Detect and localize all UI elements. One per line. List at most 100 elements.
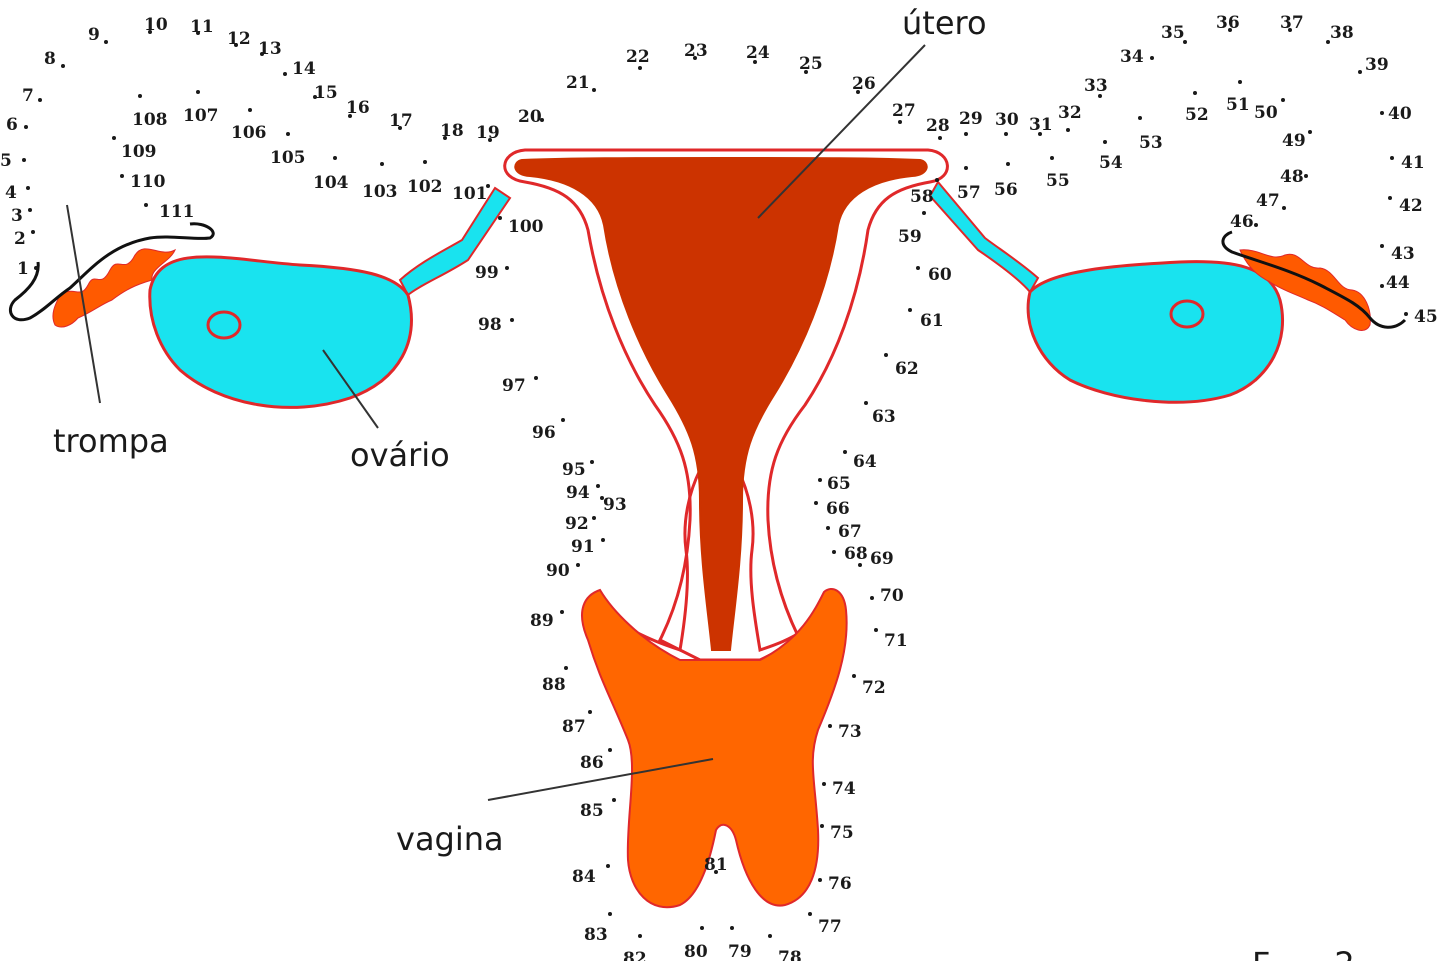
dot-point-51 (1238, 80, 1242, 84)
dot-point-107 (196, 90, 200, 94)
dot-point-97 (534, 376, 538, 380)
dot-point-105 (286, 132, 290, 136)
dot-point-29 (964, 132, 968, 136)
dot-number-98: 98 (478, 315, 502, 335)
dot-number-86: 86 (580, 753, 604, 773)
dot-number-34: 34 (1120, 47, 1144, 67)
dot-number-30: 30 (995, 110, 1019, 130)
dot-point-110 (120, 174, 124, 178)
dot-point-102 (423, 160, 427, 164)
dot-point-84 (606, 864, 610, 868)
dot-number-66: 66 (826, 499, 850, 519)
dot-point-50 (1281, 98, 1285, 102)
dot-point-69 (858, 563, 862, 567)
dot-number-42: 42 (1399, 196, 1423, 216)
dot-number-65: 65 (827, 474, 851, 494)
dot-point-7 (38, 98, 42, 102)
label-vagina: vagina (396, 820, 504, 858)
dot-number-35: 35 (1161, 23, 1185, 43)
dot-point-49 (1308, 130, 1312, 134)
dot-number-36: 36 (1216, 13, 1240, 33)
dot-point-3 (28, 208, 32, 212)
dot-number-75: 75 (830, 823, 854, 843)
dot-point-76 (818, 878, 822, 882)
dot-number-77: 77 (818, 917, 842, 937)
dot-point-43 (1380, 244, 1384, 248)
dot-number-4: 4 (5, 183, 17, 203)
dot-number-47: 47 (1256, 191, 1280, 211)
dot-point-2 (31, 230, 35, 234)
dot-number-61: 61 (920, 311, 944, 331)
dot-point-88 (564, 666, 568, 670)
dot-number-58: 58 (910, 187, 934, 207)
dot-number-106: 106 (231, 123, 267, 143)
dot-number-24: 24 (746, 43, 770, 63)
dot-number-1: 1 (17, 259, 29, 279)
dot-number-14: 14 (292, 59, 316, 79)
dot-point-40 (1380, 111, 1384, 115)
dot-number-107: 107 (183, 106, 219, 126)
dot-point-111 (144, 203, 148, 207)
dot-number-104: 104 (313, 173, 349, 193)
dot-number-45: 45 (1414, 307, 1438, 327)
dot-point-61 (908, 308, 912, 312)
dot-number-101: 101 (452, 184, 488, 204)
dot-point-9 (104, 40, 108, 44)
dot-number-3: 3 (11, 206, 23, 226)
dot-point-78 (768, 934, 772, 938)
dot-point-41 (1390, 156, 1394, 160)
dot-number-51: 51 (1226, 95, 1250, 115)
dot-number-20: 20 (518, 107, 542, 127)
dot-number-60: 60 (928, 265, 952, 285)
dot-number-5: 5 (0, 151, 12, 171)
label-trompa: trompa (53, 422, 169, 460)
right-ovary (1028, 262, 1282, 403)
dot-number-7: 7 (22, 86, 34, 106)
dot-point-83 (608, 912, 612, 916)
dot-number-103: 103 (362, 182, 398, 202)
dot-number-55: 55 (1046, 171, 1070, 191)
dot-number-53: 53 (1139, 133, 1163, 153)
dot-point-44 (1380, 284, 1384, 288)
dot-point-96 (561, 418, 565, 422)
dot-point-64 (843, 450, 847, 454)
dot-number-13: 13 (258, 39, 282, 59)
dot-number-62: 62 (895, 359, 919, 379)
dot-point-58 (935, 178, 939, 182)
dot-point-59 (922, 211, 926, 215)
dot-point-14 (283, 72, 287, 76)
dot-number-84: 84 (572, 867, 596, 887)
dot-number-31: 31 (1029, 115, 1053, 135)
dot-number-33: 33 (1084, 76, 1108, 96)
dot-point-90 (576, 563, 580, 567)
dot-point-71 (874, 628, 878, 632)
dot-number-56: 56 (994, 180, 1018, 200)
dot-point-75 (820, 824, 824, 828)
dot-number-8: 8 (44, 49, 56, 69)
dot-number-15: 15 (314, 83, 338, 103)
dot-number-22: 22 (626, 47, 650, 67)
dot-number-79: 79 (728, 942, 752, 961)
dot-point-86 (608, 748, 612, 752)
dot-point-73 (828, 724, 832, 728)
dot-number-90: 90 (546, 561, 570, 581)
label-utero: útero (902, 4, 987, 42)
dot-point-85 (612, 798, 616, 802)
dot-point-92 (592, 516, 596, 520)
dot-number-81: 81 (704, 855, 728, 875)
dot-number-64: 64 (853, 452, 877, 472)
dot-point-89 (560, 610, 564, 614)
dot-number-72: 72 (862, 678, 886, 698)
dot-number-26: 26 (852, 74, 876, 94)
label-ovario: ovário (350, 436, 450, 474)
dot-number-94: 94 (566, 483, 590, 503)
dot-point-72 (852, 674, 856, 678)
dot-point-109 (112, 136, 116, 140)
dot-number-80: 80 (684, 942, 708, 961)
dot-number-17: 17 (389, 111, 413, 131)
dot-number-78: 78 (778, 948, 802, 961)
dot-number-46: 46 (1230, 212, 1254, 232)
dot-point-21 (592, 88, 596, 92)
dot-number-68: 68 (844, 544, 868, 564)
